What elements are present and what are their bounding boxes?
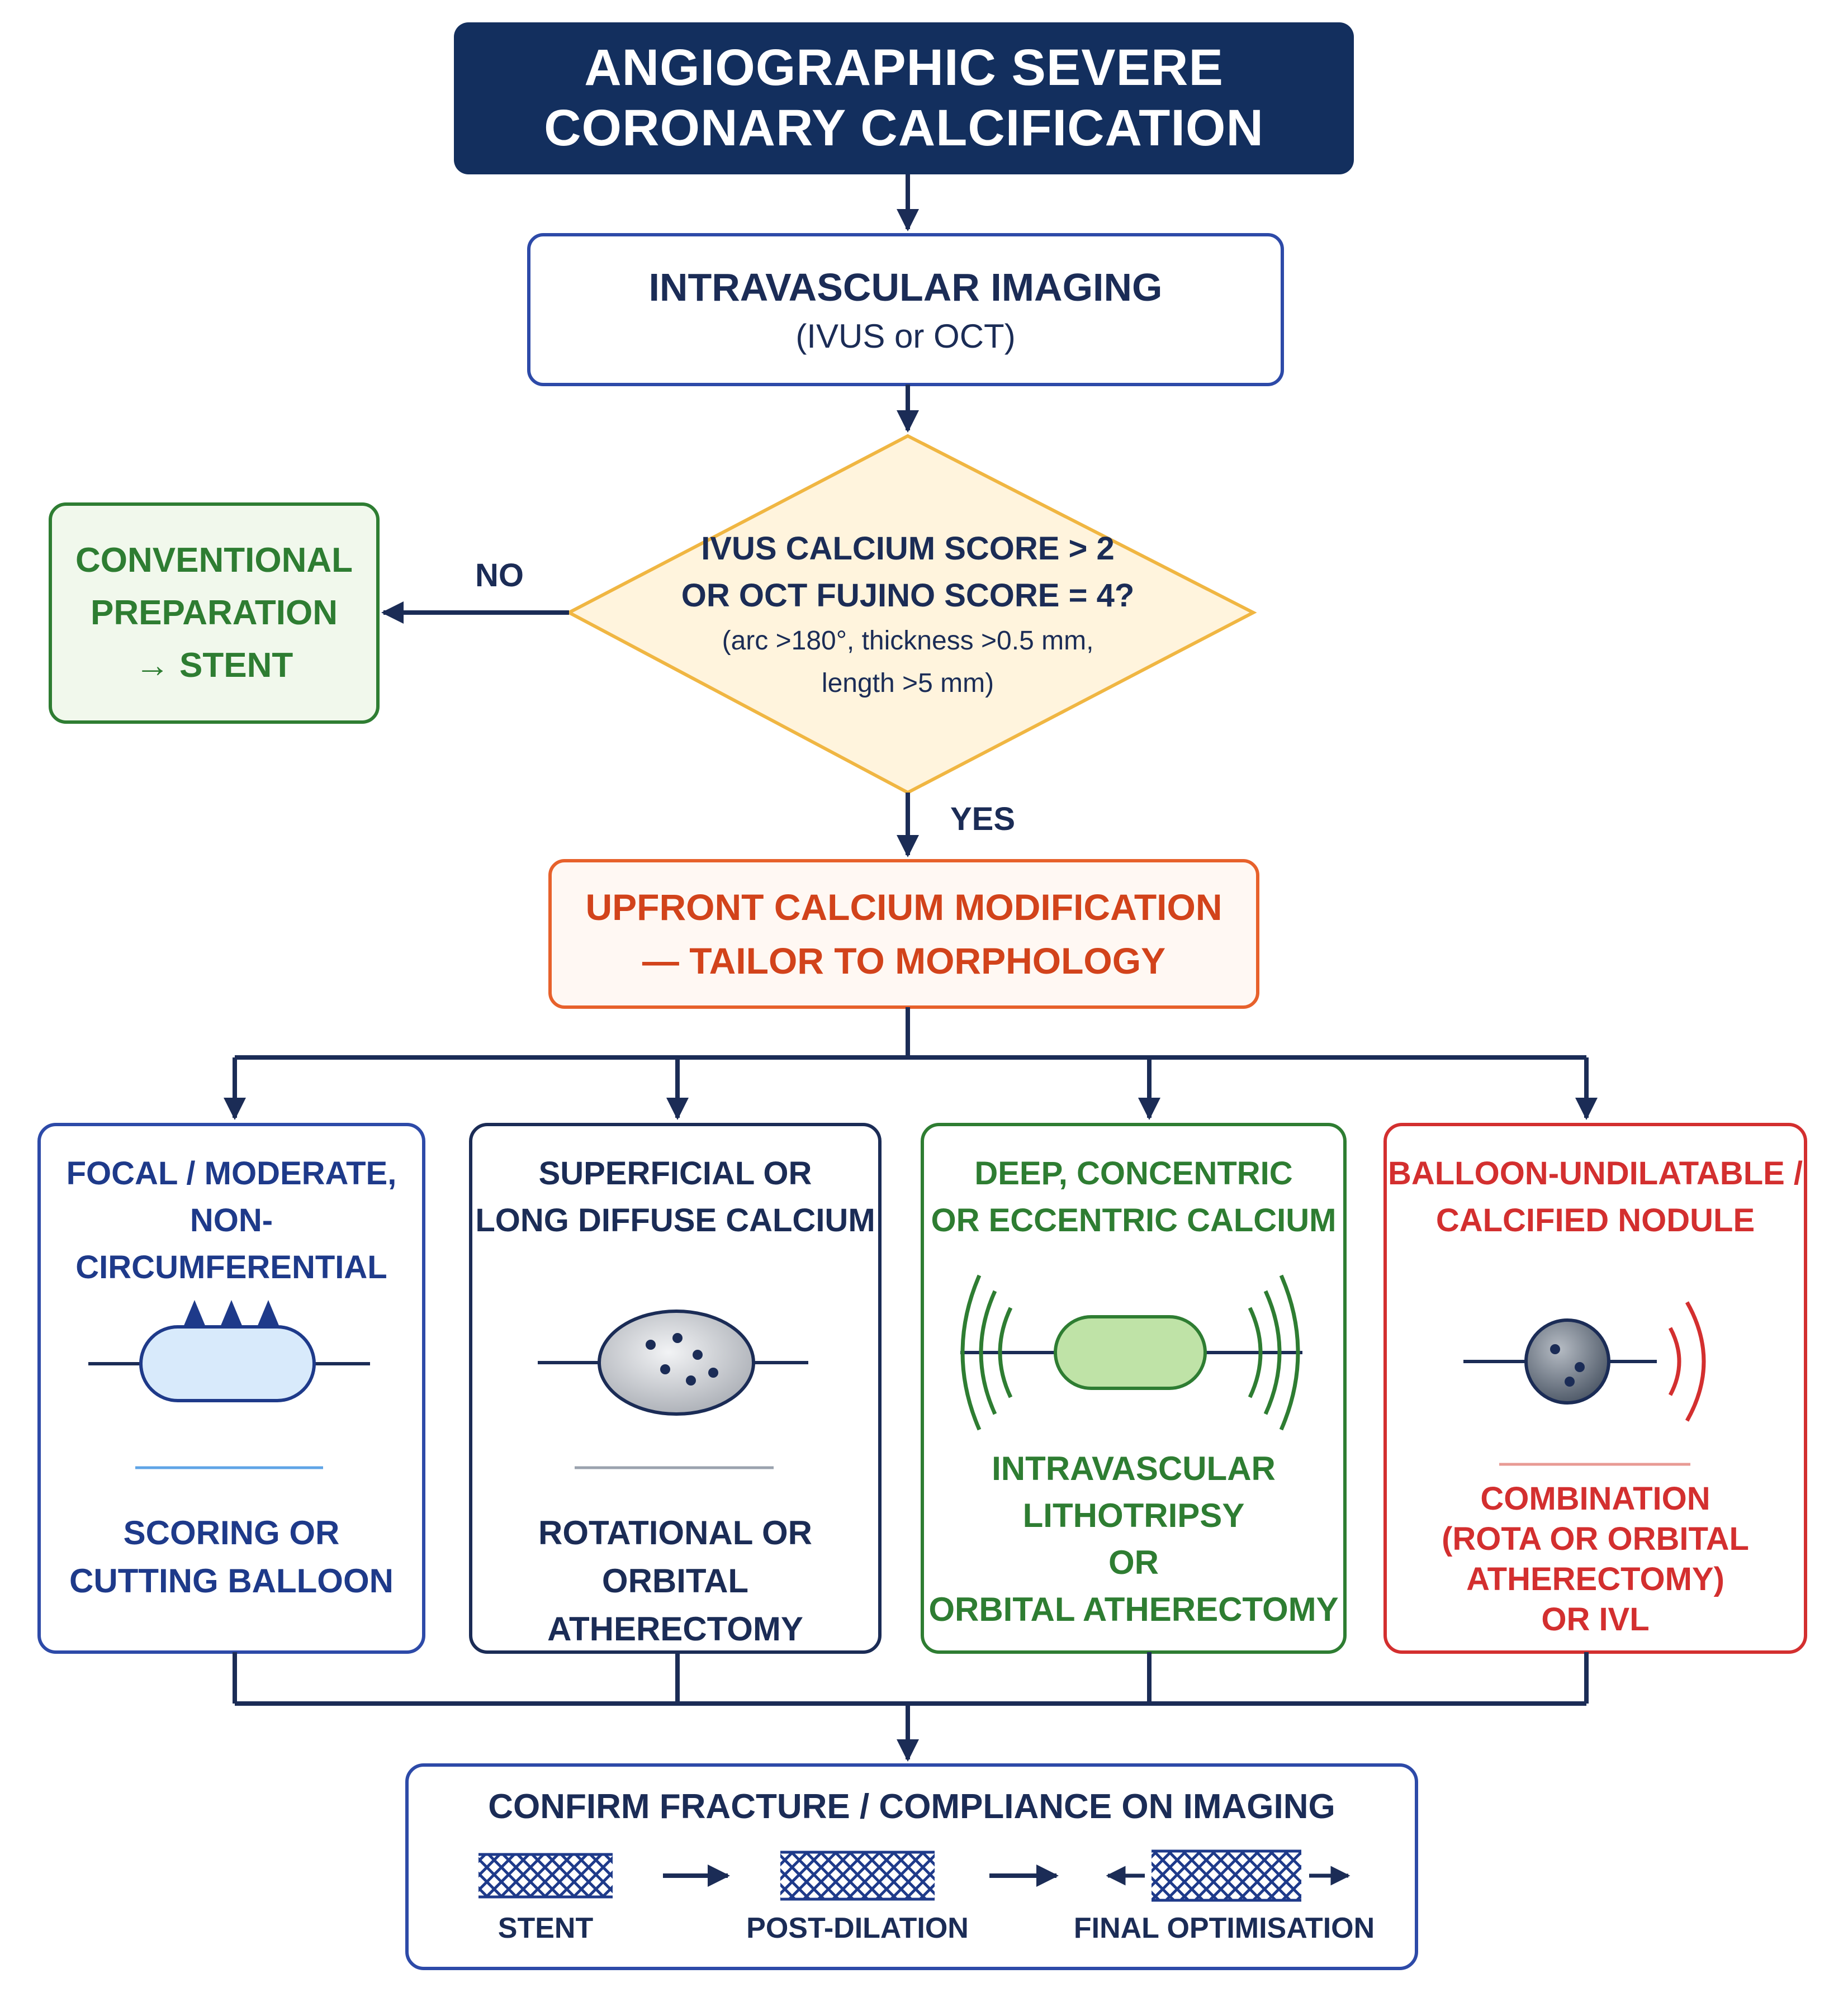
card-2-tech-line-2: ORBITAL ATHERECTOMY (547, 1562, 803, 1648)
card-1-title-line-1: FOCAL / MODERATE, (66, 1155, 397, 1192)
card-1-technique: SCORING OR CUTTING BALLOON (39, 1509, 424, 1605)
confirm-title: CONFIRM FRACTURE / COMPLIANCE ON IMAGING (488, 1787, 1335, 1826)
stent-icon (478, 1853, 613, 1899)
calcified-burr-icon (538, 1310, 808, 1416)
post-dilation-stent-icon (780, 1851, 935, 1901)
card-3-title: DEEP, CONCENTRIC OR ECCENTRIC CALCIUM (922, 1150, 1345, 1244)
page-title: ANGIOGRAPHIC SEVERE CORONARY CALCIFICATI… (454, 22, 1354, 173)
card-4-tech-line-4: OR IVL (1541, 1601, 1650, 1638)
card-2-tech-line-1: ROTATIONAL OR (538, 1514, 812, 1552)
title-line-2: CORONARY CALCIFICATION (544, 99, 1264, 156)
decision-line-2: OR OCT FUJINO SCORE = 4? (681, 577, 1135, 614)
decision-line-4: length >5 mm) (821, 668, 994, 698)
card-4-tech-line-3: ATHERECTOMY) (1466, 1561, 1724, 1597)
nodule-wave-icon (1463, 1301, 1706, 1422)
card-4-title-line-2: CALCIFIED NODULE (1435, 1202, 1755, 1239)
card-2-title: SUPERFICIAL OR LONG DIFFUSE CALCIUM (471, 1150, 880, 1244)
card-3-title-line-1: DEEP, CONCENTRIC (974, 1155, 1293, 1192)
card-3-tech-line-2: LITHOTRIPSY (1022, 1497, 1245, 1534)
card-4-tech-line-2: (ROTA OR ORBITAL (1442, 1521, 1749, 1557)
card-4-technique: COMBINATION (ROTA OR ORBITAL ATHERECTOMY… (1385, 1479, 1806, 1640)
step-label-post-dilation: POST-DILATION (746, 1912, 969, 1944)
conventional-line-1: CONVENTIONAL (75, 541, 353, 580)
card-3-technique: INTRAVASCULAR LITHOTRIPSY OR ORBITAL ATH… (922, 1445, 1345, 1633)
decision-text: IVUS CALCIUM SCORE > 2 OR OCT FUJINO SCO… (632, 520, 1184, 710)
upfront-line-1: UPFRONT CALCIUM MODIFICATION (585, 886, 1222, 928)
card-4-tech-line-1: COMBINATION (1480, 1481, 1710, 1517)
card-1-tech-line-2: CUTTING BALLOON (69, 1562, 394, 1600)
conventional-line-3: → STENT (135, 646, 293, 685)
conventional-line-2: PREPARATION (90, 594, 338, 632)
card-3-tech-line-1: INTRAVASCULAR (992, 1450, 1276, 1487)
card-2-title-line-1: SUPERFICIAL OR (538, 1155, 812, 1192)
imaging-text: INTRAVASCULAR IMAGING (IVUS or OCT) (529, 235, 1282, 385)
imaging-subtitle: (IVUS or OCT) (795, 317, 1016, 355)
upfront-text: UPFRONT CALCIUM MODIFICATION — TAILOR TO… (550, 861, 1258, 1007)
card-3-tech-line-4: ORBITAL ATHERECTOMY (928, 1591, 1339, 1628)
shockwave-balloon-icon (960, 1274, 1302, 1431)
conventional-box (49, 502, 380, 724)
card-1-title: FOCAL / MODERATE, NON-CIRCUMFERENTIAL (39, 1150, 424, 1291)
no-label: NO (475, 557, 524, 594)
card-2-title-line-2: LONG DIFFUSE CALCIUM (475, 1202, 875, 1239)
card-1-tech-line-1: SCORING OR (123, 1514, 340, 1552)
final-optimised-stent-icon (1106, 1849, 1351, 1902)
imaging-title: INTRAVASCULAR IMAGING (648, 265, 1163, 309)
branch-connectors (224, 1007, 1598, 1120)
balloon-spikes-icon (88, 1300, 370, 1402)
card-1-title-line-2: NON-CIRCUMFERENTIAL (75, 1202, 387, 1285)
step-label-stent: STENT (497, 1912, 594, 1944)
card-3-tech-line-3: OR (1108, 1544, 1159, 1581)
upfront-line-2: — TAILOR TO MORPHOLOGY (642, 940, 1166, 981)
title-box (454, 22, 1354, 174)
card-4-title-line-1: BALLOON-UNDILATABLE / (1387, 1155, 1803, 1192)
upfront-box (548, 859, 1259, 1009)
conventional-text: CONVENTIONAL PREPARATION → STENT (50, 504, 378, 722)
card-2-technique: ROTATIONAL OR ORBITAL ATHERECTOMY (471, 1509, 880, 1653)
step-label-final-optimisation: FINAL OPTIMISATION (1073, 1912, 1375, 1944)
card-3-title-line-2: OR ECCENTRIC CALCIUM (931, 1202, 1337, 1239)
merge-connectors (233, 1652, 1589, 1762)
card-4-title: BALLOON-UNDILATABLE / CALCIFIED NODULE (1385, 1150, 1806, 1244)
yes-label: YES (950, 801, 1016, 837)
decision-line-3: (arc >180°, thickness >0.5 mm, (722, 626, 1094, 656)
decision-line-1: IVUS CALCIUM SCORE > 2 (701, 530, 1115, 567)
title-line-1: ANGIOGRAPHIC SEVERE (584, 39, 1224, 96)
